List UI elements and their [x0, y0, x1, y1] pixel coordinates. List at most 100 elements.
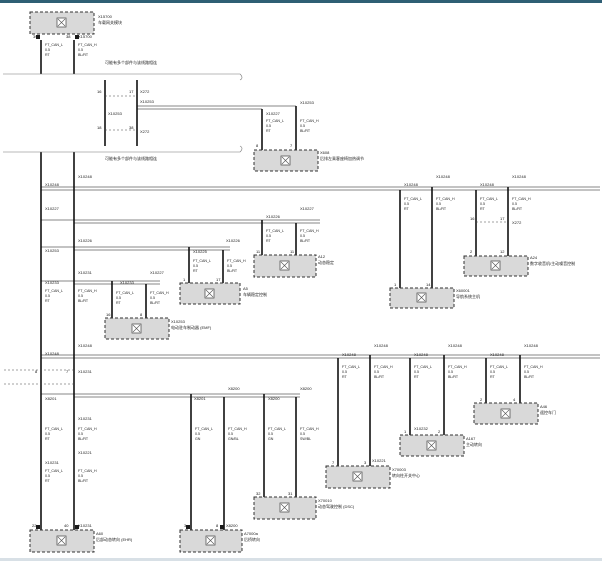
- connector-code: X8200: [268, 396, 280, 401]
- wire-label: 0.5: [436, 202, 441, 206]
- wire-label: 0.5: [193, 264, 198, 268]
- wire-label: FT_CAN_L: [45, 469, 63, 473]
- connector-code: X10248: [374, 343, 389, 348]
- connector-code: X10248: [490, 352, 505, 357]
- wire-label: FT_CAN_L: [116, 291, 134, 295]
- wire-label: FT_CAN_L: [266, 119, 284, 123]
- connector-code: X8200: [228, 386, 240, 391]
- wire-label: 0.5: [300, 124, 305, 128]
- pin-number: 17: [500, 216, 505, 221]
- pin-number: 17: [129, 89, 134, 94]
- wire-label: RT: [342, 375, 348, 379]
- wire-label: BL/RT: [300, 239, 311, 243]
- connector-code: X10248: [78, 174, 93, 179]
- component-code: X60001: [456, 288, 471, 293]
- wire-label: RT: [414, 375, 420, 379]
- wire-label: 0.5: [45, 474, 50, 478]
- wire-label: RT: [45, 479, 51, 483]
- component-code: A5: [243, 286, 249, 291]
- connector-code: X10227: [150, 270, 165, 275]
- component-x70010: [253, 496, 317, 520]
- pin-number: 1: [404, 429, 407, 434]
- wire-label: FT_CAN_H: [448, 365, 467, 369]
- wire-label: 0.5: [78, 48, 83, 52]
- connector-code: X10253: [300, 100, 315, 105]
- wire-label: FT_CAN_H: [512, 197, 531, 201]
- component-a60: [29, 529, 95, 553]
- wire-label: 0.5: [300, 234, 305, 238]
- pin-number: 2: [438, 429, 441, 434]
- wire-label: SW/BL: [300, 437, 311, 441]
- pin-number: 22: [32, 523, 37, 528]
- wire-label: BL/RT: [150, 301, 161, 305]
- pin-number: 11: [256, 249, 261, 254]
- component-label: 车载网关模块: [98, 19, 122, 25]
- wire-label: 0.5: [490, 370, 495, 374]
- component-label: 后排左乘客座椅加热调节: [320, 155, 364, 161]
- pin-number: 14: [426, 282, 431, 287]
- component-a24: [463, 255, 529, 277]
- pin-number: 38: [66, 34, 71, 39]
- pin-number: 7: [290, 143, 293, 148]
- wire-label: FT_CAN_L: [266, 229, 284, 233]
- connector-code: X10253: [45, 248, 60, 253]
- wire-label: FT_CAN_L: [268, 427, 286, 431]
- component-gateway-top: [29, 11, 95, 35]
- component-label: 动态驾驶控制 (DSC): [318, 503, 355, 509]
- window-top-bar: [0, 0, 602, 3]
- pin-number: 31: [288, 491, 293, 496]
- connector-code: X272: [140, 89, 150, 94]
- wire-label: 0.5: [268, 432, 273, 436]
- component-a5: [179, 282, 241, 305]
- component-code: A12: [318, 254, 326, 259]
- wire-label: BL/RT: [78, 53, 89, 57]
- wire-label: FT_CAN_L: [193, 259, 211, 263]
- wire-label: FT_CAN_H: [300, 229, 319, 233]
- wire-label: BL/RT: [78, 437, 89, 441]
- wire-label: BL/RT: [512, 207, 523, 211]
- pin-number: 18: [97, 125, 102, 130]
- component-code: A46: [540, 404, 548, 409]
- component-code: X70003: [392, 467, 407, 472]
- connector-code: X10248: [45, 182, 60, 187]
- pin-number: 2: [470, 249, 473, 254]
- component-label: 转向柱开关中心: [392, 472, 420, 478]
- pin-number: 8: [140, 312, 143, 317]
- wire-label: 0.5: [78, 474, 83, 478]
- pin-number: 12: [500, 249, 505, 254]
- pin-number: 1: [183, 277, 186, 282]
- component-code: A7000a: [244, 531, 259, 536]
- wire-label: 0.5: [228, 432, 233, 436]
- wire-label: 0.5: [342, 370, 347, 374]
- wire-label: GN: [195, 437, 201, 441]
- component-a12: [253, 254, 317, 278]
- pin-number: 8: [216, 523, 219, 528]
- connector-code: X10248: [404, 182, 419, 187]
- wire-label: RT: [404, 207, 410, 211]
- component-a46: [473, 402, 539, 425]
- wire-label: RT: [480, 207, 486, 211]
- component-code: X10253: [171, 319, 186, 324]
- wire-label: FT_CAN_L: [342, 365, 360, 369]
- wire-label: FT_CAN_H: [78, 469, 97, 473]
- component-label: 动态稳定: [318, 259, 334, 265]
- wire-label: 0.5: [45, 48, 50, 52]
- pin-number: 17: [216, 277, 221, 282]
- wire-label: RT: [45, 299, 51, 303]
- pin-number: 8: [35, 369, 38, 374]
- component-code: X8200: [226, 523, 238, 528]
- connector-code: X10248: [342, 352, 357, 357]
- wire-label: FT_CAN_H: [374, 365, 393, 369]
- component-x60001: [389, 287, 455, 309]
- wire-label: BL/RT: [524, 375, 535, 379]
- component-code: X70010: [318, 498, 333, 503]
- pin-number: 38: [129, 125, 134, 130]
- connector-code: X8201: [194, 396, 206, 401]
- connector-code: X10227: [266, 111, 281, 116]
- component-code: A167: [466, 436, 476, 441]
- wire-label: FT_CAN_H: [524, 365, 543, 369]
- wire-label: 0.5: [78, 432, 83, 436]
- wire-label: 0.5: [227, 264, 232, 268]
- wire-label: 0.5: [414, 370, 419, 374]
